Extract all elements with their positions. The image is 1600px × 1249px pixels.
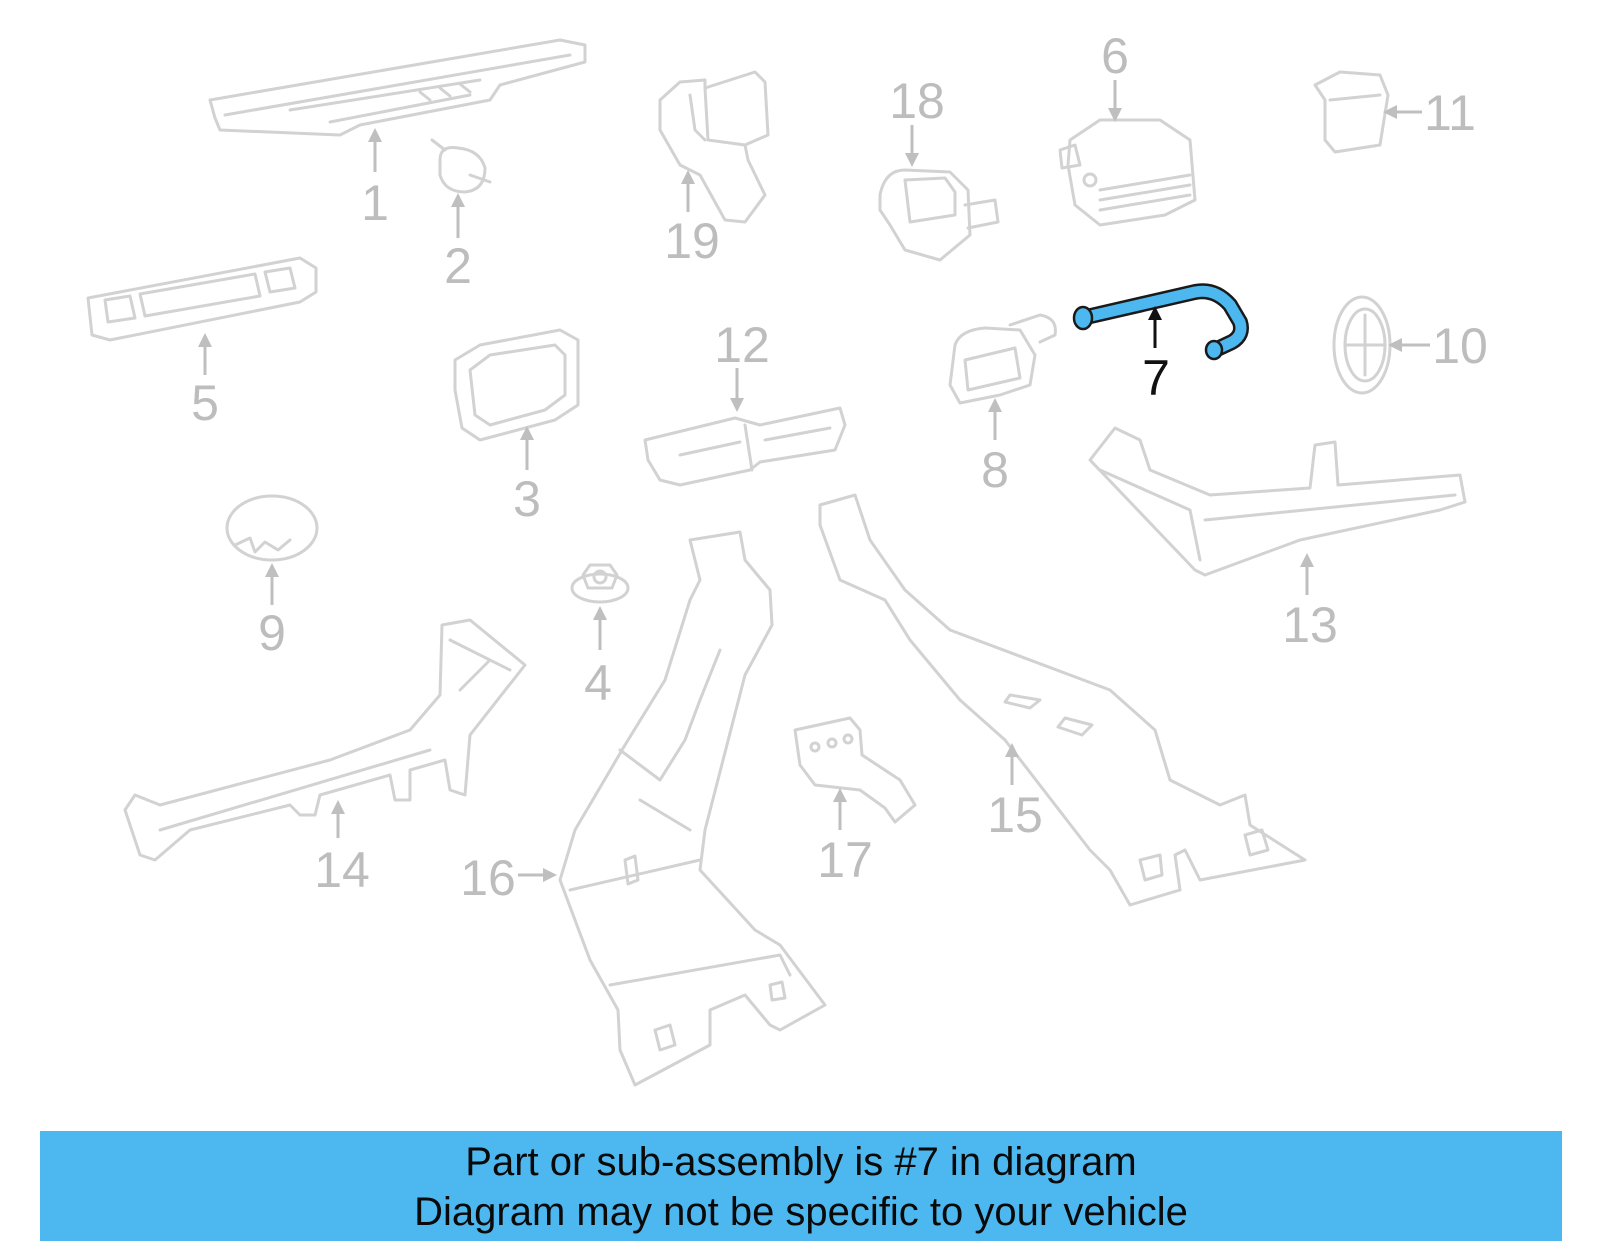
callout-label-17[interactable]: 17 xyxy=(817,832,873,888)
part-1-drawing[interactable] xyxy=(208,38,587,137)
part-5-drawing[interactable] xyxy=(86,256,318,342)
callout-label-12[interactable]: 12 xyxy=(714,317,770,373)
callout-label-9[interactable]: 9 xyxy=(258,605,286,661)
part-4-drawing[interactable] xyxy=(570,563,630,604)
part-11-drawing[interactable] xyxy=(1313,70,1390,154)
part-15-drawing[interactable] xyxy=(818,493,1307,907)
part-2-drawing[interactable] xyxy=(430,138,492,194)
callout-label-16[interactable]: 16 xyxy=(460,850,516,906)
part-14-drawing[interactable] xyxy=(123,618,527,862)
part-6-drawing[interactable] xyxy=(1058,118,1197,227)
callout-label-8[interactable]: 8 xyxy=(981,442,1009,498)
banner-line-disclaimer: Diagram may not be specific to your vehi… xyxy=(414,1190,1188,1234)
callout-labels: 1 2 3 4 5 6 7 8 9 10 11 12 13 14 15 16 1… xyxy=(191,28,1488,906)
callout-label-2[interactable]: 2 xyxy=(444,238,472,294)
callout-label-1[interactable]: 1 xyxy=(361,175,389,231)
part-8-drawing[interactable] xyxy=(948,313,1057,405)
part-19-drawing[interactable] xyxy=(658,70,770,224)
part-17-drawing[interactable] xyxy=(793,716,917,824)
callout-label-19[interactable]: 19 xyxy=(664,213,720,269)
part-10-drawing[interactable] xyxy=(1332,295,1392,395)
callout-label-4[interactable]: 4 xyxy=(584,655,612,711)
callout-label-10[interactable]: 10 xyxy=(1432,318,1488,374)
callout-label-15[interactable]: 15 xyxy=(987,787,1043,843)
callout-label-14[interactable]: 14 xyxy=(314,842,370,898)
part-13-drawing[interactable] xyxy=(1088,426,1467,577)
callout-label-6[interactable]: 6 xyxy=(1101,28,1129,84)
banner-line-part: Part or sub-assembly is #7 in diagram xyxy=(465,1140,1137,1184)
part-7-drawing[interactable] xyxy=(1072,283,1249,361)
info-banner: Part or sub-assembly is #7 in diagram Di… xyxy=(40,1131,1562,1241)
part-3-drawing[interactable] xyxy=(453,328,580,442)
callout-label-13[interactable]: 13 xyxy=(1282,597,1338,653)
callout-label-5[interactable]: 5 xyxy=(191,375,219,431)
part-18-drawing[interactable] xyxy=(878,168,1000,262)
part-12-drawing[interactable] xyxy=(643,406,847,487)
part-9-drawing[interactable] xyxy=(225,494,319,562)
callout-label-18[interactable]: 18 xyxy=(889,73,945,129)
part-16-drawing[interactable] xyxy=(558,530,827,1087)
callout-label-7[interactable]: 7 xyxy=(1142,350,1170,406)
callout-label-3[interactable]: 3 xyxy=(513,471,541,527)
callout-label-11[interactable]: 11 xyxy=(1424,85,1476,141)
callout-arrows xyxy=(198,80,1430,882)
